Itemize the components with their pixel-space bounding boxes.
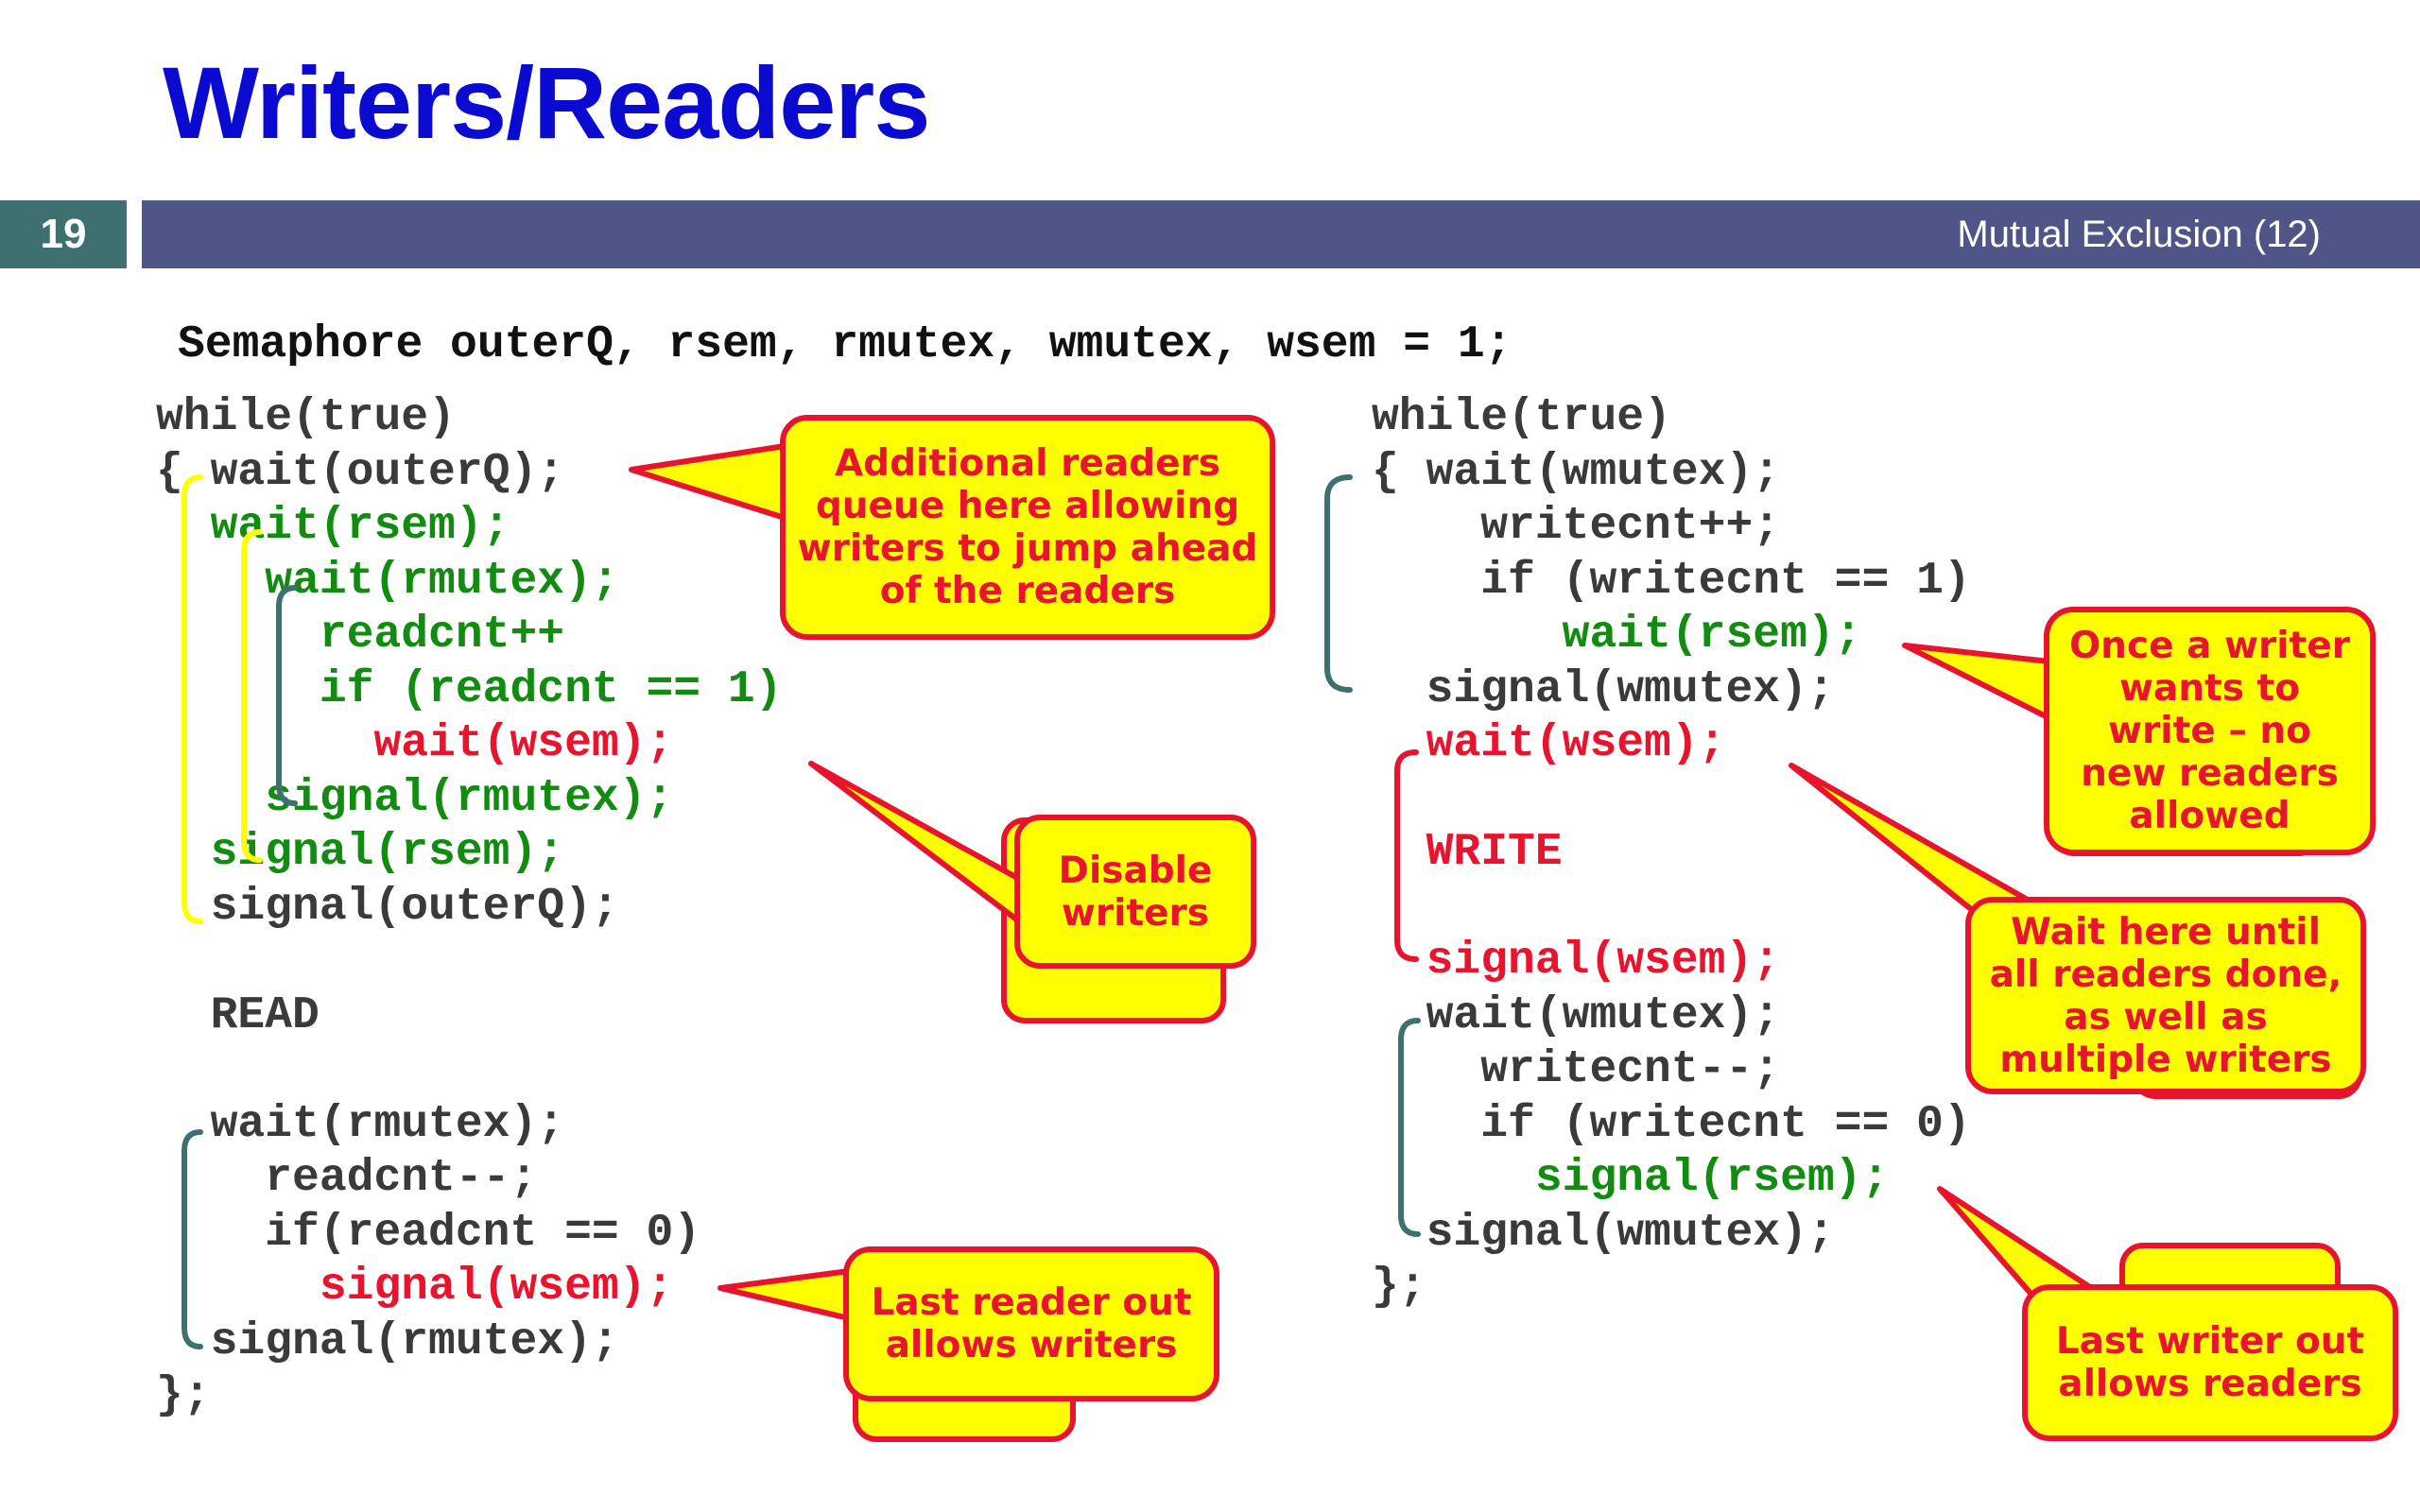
code-line: readcnt--; [156,1153,538,1204]
code-line: { wait(outerQ); [156,446,565,498]
code-line: signal(rsem); [1372,1153,1890,1204]
callout-wait-here-pointer [1789,763,2035,919]
callout-once-writer-pointer [1902,643,2052,721]
header-bar: Mutual Exclusion (12) [142,200,2420,268]
callout-additional-readers-box [780,415,1275,640]
code-line: signal(wsem); [156,1262,674,1313]
code-line: signal(wsem); [1372,936,1781,987]
callout-disable-writers-text: Disable writers [1058,849,1213,935]
slide-title: Writers/Readers [163,45,930,160]
code-line: { wait(wmutex); [1372,446,1781,498]
callout-disable-writers-box [1014,815,1256,969]
reader-code: while(true) { wait(outerQ); wait(rsem); … [156,391,783,1424]
bracket-wmutex [1324,474,1353,693]
code-line: signal(rmutex); [156,772,674,824]
callout-last-writer-box [2022,1284,2398,1441]
code-line: if (readcnt == 1) [156,663,783,715]
code-line: wait(rsem); [156,501,510,552]
code-line: wait(wsem); [1372,718,1726,769]
writer-code: while(true) { wait(wmutex); writecnt++; … [1372,391,1971,1315]
callout-last-reader-pointer [717,1268,852,1321]
callout-once-writer-box [2044,607,2376,855]
code-line: readcnt++ [156,610,565,661]
code-line: signal(outerQ); [156,881,619,933]
code-line: wait(wmutex); [1372,989,1781,1041]
code-line: signal(rmutex); [156,1315,619,1367]
callout-last-reader-box [843,1246,1219,1401]
callout-additional-readers-pointer [629,443,787,521]
callout-last-reader-text: Last reader out allows writers [871,1281,1192,1366]
code-line: }; [156,1370,211,1421]
callout-last-writer-text: Last writer out allows readers [2055,1320,2365,1405]
code-line: if(readcnt == 0) [156,1207,701,1259]
semaphore-declaration: Semaphore outerQ, rsem, rmutex, wmutex, … [178,319,1512,370]
code-line: signal(rsem); [156,827,565,878]
code-line: while(true) [1372,392,1671,443]
code-line: writecnt--; [1372,1044,1781,1095]
bracket-wsem [1394,749,1419,962]
code-line: wait(rmutex); [156,1098,565,1150]
code-line: READ [156,989,320,1041]
bracket-rmutex-2 [182,1129,203,1349]
code-line: if (writecnt == 1) [1372,555,1971,607]
slide-number: 19 [0,200,127,268]
callout-wait-here-box [1965,897,2366,1094]
bracket-wmutex-2 [1398,1018,1421,1237]
code-line: wait(rsem); [1372,610,1862,661]
callout-wait-here-text: Wait here until all readers done, as wel… [1989,910,2342,1081]
callout-additional-readers-text: Additional readers queue here allowing w… [797,442,1258,612]
code-line: wait(rmutex); [156,555,619,607]
bracket-rmutex [276,585,298,806]
code-line: }; [1372,1262,1426,1313]
code-line: signal(wmutex); [1372,663,1835,715]
code-line: wait(wsem); [156,718,674,769]
bracket-outer [182,474,203,924]
callout-once-writer-text: Once a writer wants to write – no new re… [2069,625,2350,837]
code-line: WRITE [1372,827,1563,878]
code-line: if (writecnt == 0) [1372,1098,1971,1150]
code-line: while(true) [156,392,456,443]
callout-disable-writers-pointer [808,761,1022,924]
slide-subtitle: Mutual Exclusion (12) [1957,214,2321,255]
code-line: writecnt++; [1372,501,1781,552]
code-line: signal(wmutex); [1372,1207,1835,1259]
bracket-rsem [241,529,263,863]
